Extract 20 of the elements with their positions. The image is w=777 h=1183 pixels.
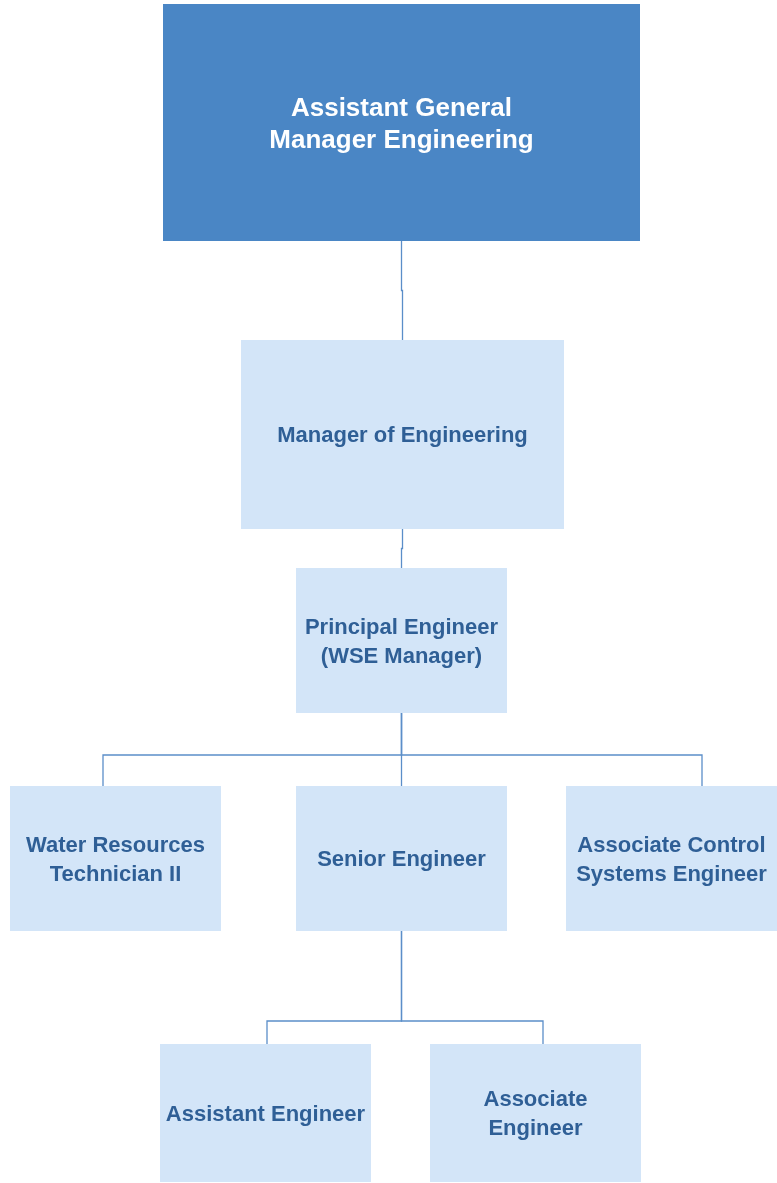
connector-line bbox=[400, 528, 404, 569]
role-box bbox=[160, 1044, 371, 1182]
role-title: Associate Engineer bbox=[482, 1085, 589, 1142]
role-title: Assistant General Manager Engineering bbox=[268, 90, 535, 155]
role-title: Senior Engineer bbox=[317, 845, 486, 873]
role-title: Manager of Engineering bbox=[277, 421, 528, 449]
connector-line bbox=[400, 930, 544, 1045]
role-title: Water Resources Technician II bbox=[25, 830, 206, 888]
role-box bbox=[566, 786, 777, 931]
role-title: Associate Control Systems Engineer bbox=[575, 830, 768, 888]
role-box bbox=[10, 786, 221, 931]
role-box bbox=[241, 340, 564, 529]
connector-line bbox=[400, 240, 404, 341]
connector-line bbox=[400, 712, 703, 787]
role-title: Assistant Engineer bbox=[165, 1099, 366, 1128]
role-box bbox=[296, 568, 507, 713]
role-box bbox=[163, 4, 640, 241]
role-box bbox=[430, 1044, 641, 1182]
role-box bbox=[296, 786, 507, 931]
role-title: Principal Engineer (WSE Manager) bbox=[303, 612, 500, 670]
